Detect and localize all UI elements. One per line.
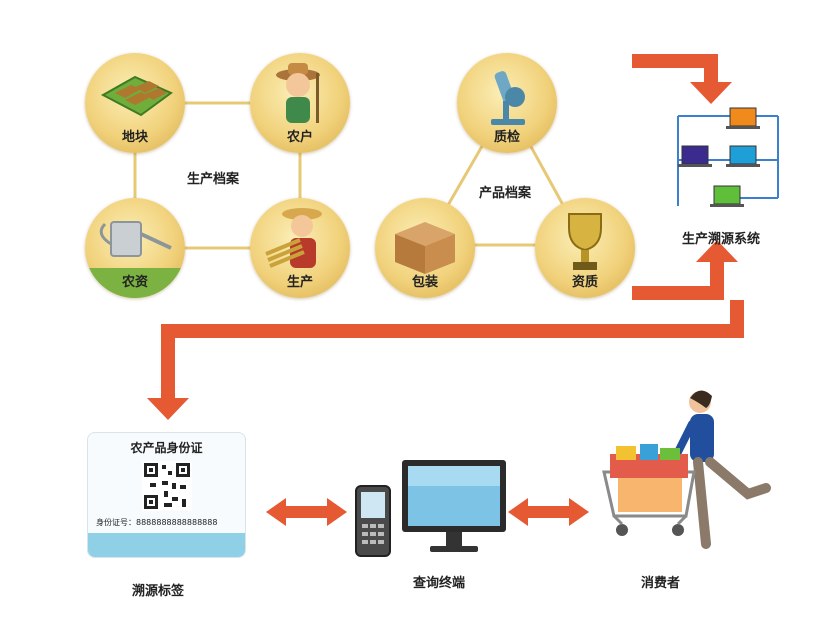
product-archive-label: 产品档案	[479, 186, 532, 201]
node-farm-supplies: 农资	[85, 198, 185, 298]
id-card-title: 农产品身份证	[130, 441, 203, 455]
network-diagram	[677, 107, 779, 207]
laptop-green-icon	[710, 185, 744, 207]
microscope-icon	[491, 71, 525, 125]
double-arrow-terminal-consumer	[508, 498, 589, 526]
node-label-land-plot: 地块	[121, 130, 148, 145]
node-label-packaging: 包装	[411, 275, 438, 290]
monitor-icon	[402, 460, 506, 552]
id-card-number: 身份证号：8888888888888888	[96, 518, 218, 527]
id-card-band	[88, 533, 245, 557]
node-qualification: 资质	[535, 198, 635, 298]
box-icon	[395, 222, 455, 274]
mobile-phone-icon	[355, 485, 391, 557]
node-production: 生产	[250, 198, 350, 298]
node-label-farm-supplies: 农资	[121, 275, 148, 290]
node-label-production: 生产	[286, 275, 313, 290]
trophy-icon	[568, 213, 602, 270]
watering-can-icon	[85, 221, 185, 298]
trace-tag-label: 溯源标签	[132, 584, 185, 599]
production-archive-label: 生产档案	[187, 172, 240, 187]
node-farmer: 农户	[250, 53, 350, 153]
laptop-blue-icon	[726, 145, 760, 167]
laptop-orange-icon	[726, 107, 760, 129]
arrow-product-to-system	[632, 240, 738, 300]
query-terminal-label: 查询终端	[413, 576, 466, 591]
land-plot-icon	[100, 75, 173, 117]
arrow-to-system	[632, 54, 732, 104]
node-packaging: 包装	[375, 198, 475, 298]
laptop-purple-icon	[678, 145, 712, 167]
consumer-with-cart-icon	[602, 390, 771, 549]
traceability-system-label: 生产溯源系统	[682, 232, 761, 247]
node-label-quality-inspection: 质检	[493, 130, 520, 145]
node-label-qualification: 资质	[571, 275, 598, 290]
node-quality-inspection: 质检	[457, 53, 557, 153]
qr-code-icon	[142, 461, 192, 511]
harvest-farmer-icon	[265, 208, 322, 268]
double-arrow-tag-terminal	[266, 498, 347, 526]
farmer-icon	[276, 63, 320, 123]
consumer-label: 消费者	[641, 576, 681, 591]
product-id-card: 农产品身份证 身份证号：8888888888888888	[87, 432, 246, 558]
node-land-plot: 地块	[85, 53, 185, 153]
node-label-farmer: 农户	[286, 130, 313, 145]
arrow-system-to-tag	[147, 300, 744, 420]
